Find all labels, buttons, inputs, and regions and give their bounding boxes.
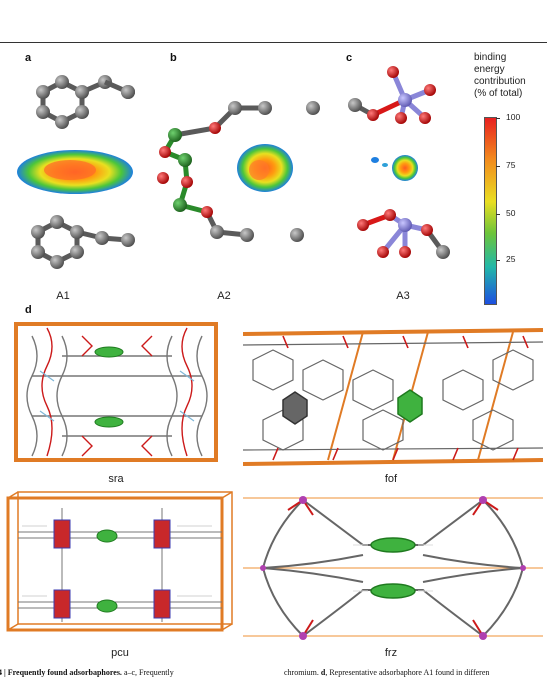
colorbar-tick-25: 25 [506,254,516,264]
framework-sra-graphic [14,322,218,462]
caption-left-bold: 4 | Frequently found adsorbaphores. [0,668,122,677]
colorbar-title-line: energy [474,64,505,75]
figure-caption-left: 4 | Frequently found adsorbaphores. a–c,… [0,668,174,677]
figure-caption-right: chromium. d, Representative adsorbaphore… [284,668,489,677]
colorbar-title: binding energy contribution (% of total) [474,52,547,100]
colorbar-title-line: binding [474,52,507,63]
tick-mark [496,166,500,167]
colorbar [484,117,497,305]
colorbar-tick-75: 75 [506,160,516,170]
caption-right-bold: d [320,668,326,677]
colorbar-title-line: (% of total) [474,88,523,99]
panel-label-a2: A2 [217,290,231,302]
panel-letter-c: c [346,52,353,64]
tick-mark [496,214,500,215]
framework-fof-graphic [243,328,543,466]
colorbar-title-line: contribution [474,76,526,87]
tick-mark [496,118,500,119]
colorbar-ticks: 100 75 50 25 [496,112,526,307]
framework-frz-graphic [243,496,543,640]
top-rule [0,42,547,43]
panel-letter-d: d [25,304,32,316]
tick-mark [496,260,500,261]
caption-right-text-2: , Representative adsorbaphore A1 found i… [325,668,490,677]
colorbar-tick-100: 100 [506,112,521,122]
caption-right-text: chromium. [284,668,321,677]
caption-left-text: a–c, Frequently [121,668,174,677]
adsorbaphore-a3-graphic [348,66,450,259]
subpanel-label-fof: fof [384,473,398,485]
panel-label-a3: A3 [396,290,410,302]
panel-letter-b: b [170,52,177,64]
framework-pcu-graphic [6,491,233,632]
subpanel-label-frz: frz [384,647,398,659]
colorbar-tick-50: 50 [506,208,516,218]
panel-letter-a: a [25,52,32,64]
subpanel-label-pcu: pcu [111,647,129,659]
subpanel-label-sra: sra [108,473,124,485]
adsorbaphore-a2-graphic [157,101,320,242]
panel-label-a1: A1 [56,290,70,302]
adsorbaphore-a1-graphic [17,75,135,269]
